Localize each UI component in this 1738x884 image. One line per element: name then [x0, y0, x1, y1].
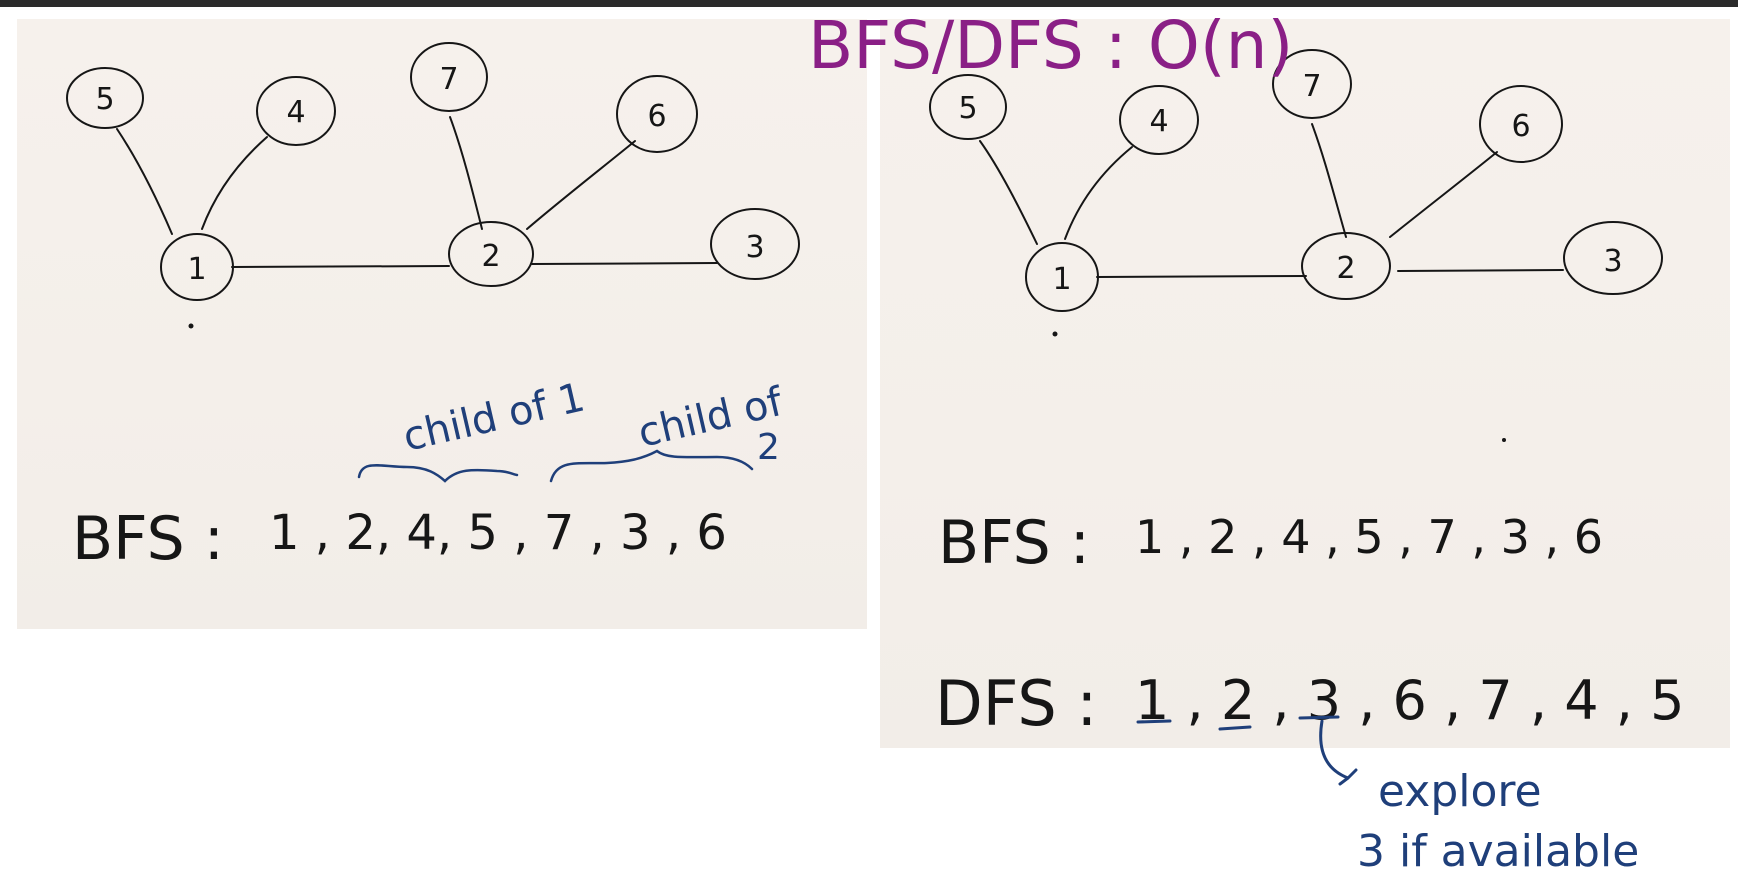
node-circle-4 — [256, 76, 336, 146]
start-dot — [1052, 331, 1058, 337]
edge-2-3 — [531, 262, 718, 265]
node-circle-2 — [448, 221, 534, 287]
edge-1-4 — [201, 136, 268, 230]
note-3-if-available: 3 if available — [1357, 826, 1639, 877]
node-circle-7 — [1272, 49, 1352, 119]
edge-1-5 — [116, 128, 173, 235]
node-label-4: 4 — [286, 95, 305, 130]
node-label-3: 3 — [745, 230, 764, 265]
brace-child-of-1 — [357, 463, 519, 483]
node-circle-6 — [616, 75, 698, 153]
top-window-bar — [0, 0, 1738, 7]
node-label-2: 2 — [1336, 251, 1355, 286]
edge-1-2 — [1096, 275, 1307, 278]
left-whiteboard-panel: 5 4 7 6 1 2 3 child of 1 child of 2 BFS … — [17, 19, 867, 629]
left-bfs-sequence: 1 , 2, 4, 5 , 7 , 3 , 6 — [269, 505, 727, 561]
node-circle-7 — [410, 42, 488, 112]
node-label-6: 6 — [647, 99, 666, 134]
node-label-1: 1 — [1052, 262, 1071, 297]
right-graph-diagram: 5 4 7 6 1 2 3 BFS : 1 , 2 , 4 , 5 , 7 , … — [929, 49, 1684, 740]
edge-1-2 — [231, 265, 450, 268]
right-bfs-sequence: 1 , 2 , 4 , 5 , 7 , 3 , 6 — [1135, 510, 1603, 564]
node-circle-5 — [929, 74, 1007, 140]
edge-2-6 — [526, 140, 636, 230]
node-label-5: 5 — [958, 91, 977, 126]
node-circle-3 — [1563, 221, 1663, 295]
edge-2-6 — [1389, 151, 1498, 238]
start-dot — [188, 323, 194, 329]
edge-2-7 — [449, 116, 483, 230]
node-label-7: 7 — [1302, 69, 1321, 104]
right-dfs-label: DFS : — [935, 667, 1097, 740]
node-label-6: 6 — [1511, 109, 1530, 144]
right-whiteboard-panel: 5 4 7 6 1 2 3 BFS : 1 , 2 , 4 , 5 , 7 , … — [880, 19, 1730, 748]
left-graph-diagram: 5 4 7 6 1 2 3 child of 1 child of 2 BFS … — [66, 42, 800, 574]
node-circle-3 — [710, 208, 800, 280]
edge-2-3 — [1397, 269, 1564, 272]
node-circle-1 — [1025, 242, 1099, 312]
node-label-3: 3 — [1603, 244, 1622, 279]
note-explore: explore — [1378, 766, 1542, 817]
node-label-2: 2 — [481, 239, 500, 274]
right-bfs-label: BFS : — [938, 508, 1090, 578]
node-circle-5 — [66, 67, 144, 129]
edge-1-5 — [979, 140, 1038, 245]
stray-dot — [1502, 438, 1506, 442]
node-circle-2 — [1301, 232, 1391, 300]
brace-child-of-2 — [549, 449, 754, 483]
edge-1-4 — [1064, 146, 1133, 240]
node-circle-4 — [1119, 85, 1199, 155]
right-dfs-sequence: 1 , 2 , 3 , 6 , 7 , 4 , 5 — [1135, 669, 1684, 732]
node-label-1: 1 — [187, 252, 206, 287]
annotation-child-of-2-number: 2 — [757, 427, 780, 468]
node-circle-6 — [1479, 85, 1563, 163]
annotation-child-of-1: child of 1 — [399, 374, 589, 460]
left-bfs-label: BFS : — [72, 504, 224, 574]
node-label-4: 4 — [1149, 104, 1168, 139]
edge-2-7 — [1311, 123, 1347, 238]
node-label-5: 5 — [95, 82, 114, 117]
node-circle-1 — [160, 233, 234, 301]
node-label-7: 7 — [439, 62, 458, 97]
